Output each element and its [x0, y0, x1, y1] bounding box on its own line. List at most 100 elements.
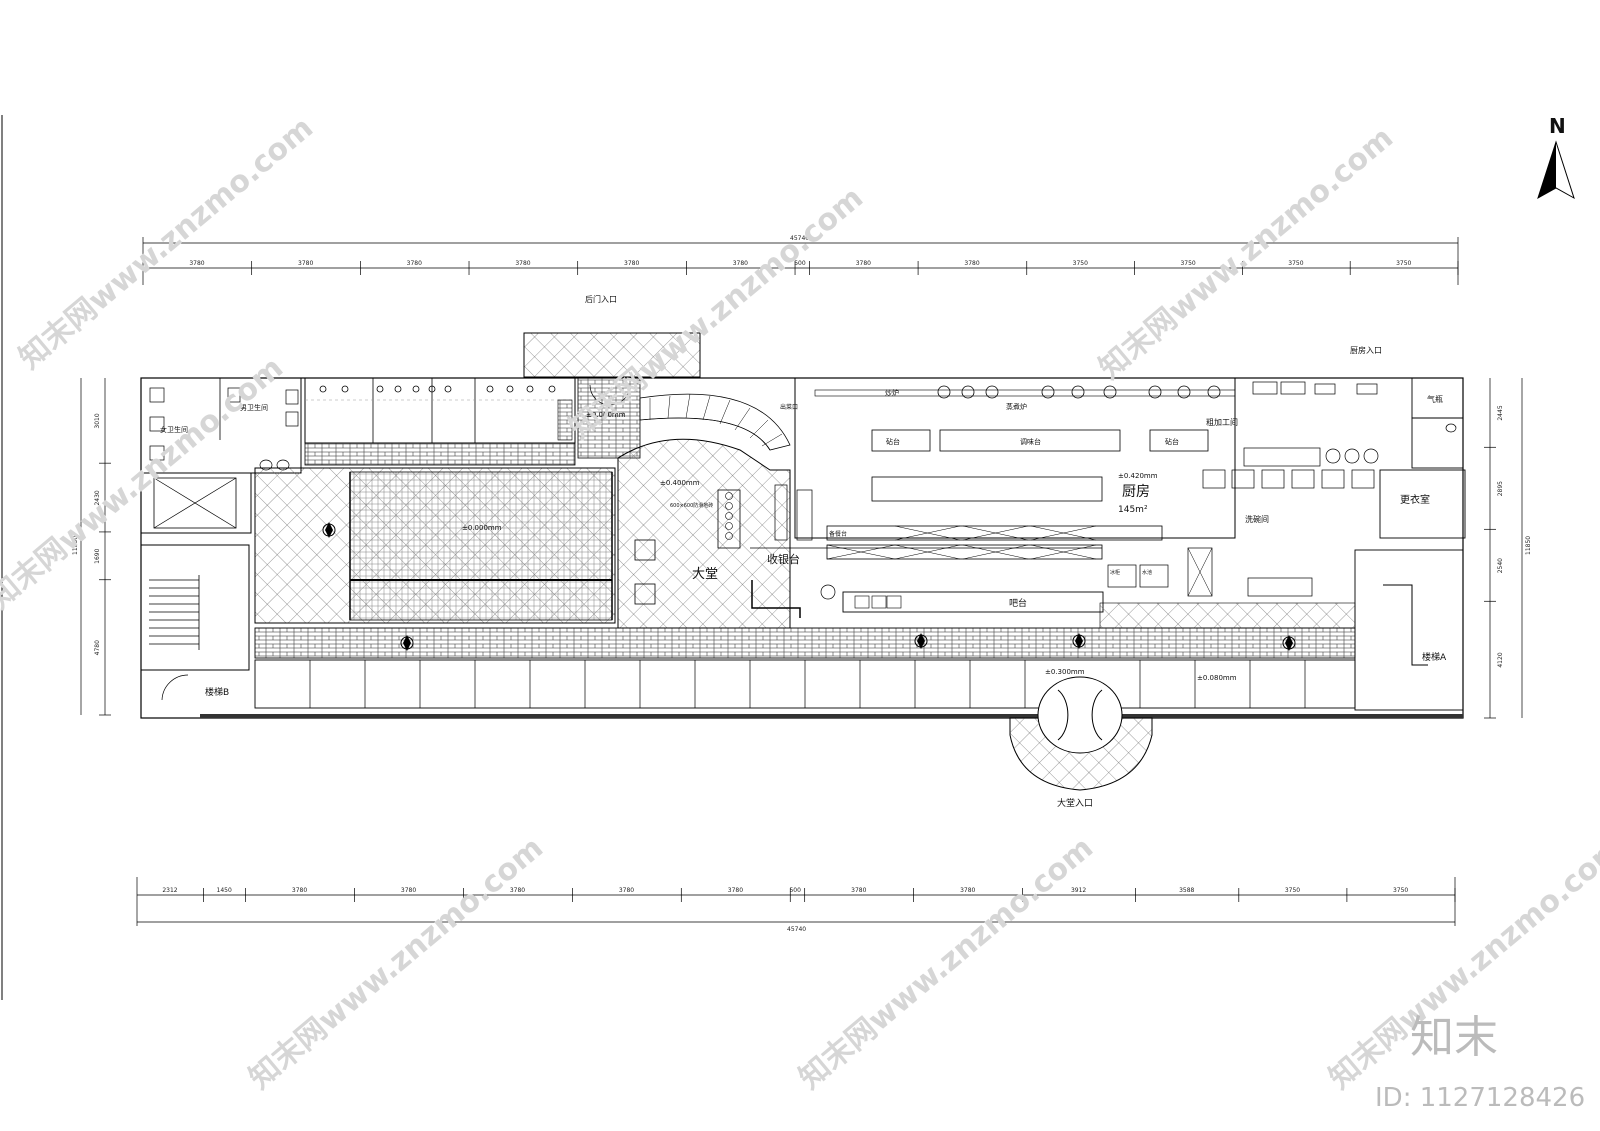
corridor: ±0.080mm [254, 602, 1356, 682]
dimension-label: 3780 [515, 260, 530, 267]
dimension-label: 3912 [1071, 887, 1086, 894]
dimension-label: 3010 [94, 413, 101, 428]
watermark: 知末网www.znzmo.com 知末网www.znzmo.com 知末网www… [0, 110, 1600, 1096]
counter-a-label: 砧台 [886, 437, 900, 446]
prep-and-locker: 粗加工间 厨房入口 更衣室 气瓶 洗碗间 冰柜 水池 出菜口 [780, 345, 1466, 597]
watermark-text: 知末网www.znzmo.com [243, 830, 550, 1096]
dining-level-label: ±0.000mm [462, 524, 502, 532]
corridor-level-label: ±0.080mm [1197, 674, 1237, 682]
hall-tile-label: 600×600防滑地砖 [670, 502, 713, 509]
dimension-label: 3780 [619, 887, 634, 894]
dimension-label: 500 [789, 887, 801, 894]
image-id: ID: 1127128426 [1375, 1083, 1585, 1113]
column-marker-icon [400, 635, 414, 651]
counter-b-label: 调味台 [1020, 437, 1041, 446]
dimension-label: 3588 [1179, 887, 1194, 894]
dimension-label: 4780 [94, 640, 101, 655]
main-entrance: ±0.300mm 大堂入口 [1009, 668, 1153, 809]
dimension-label: 3750 [1396, 260, 1411, 267]
kitchen-level-label: ±0.420mm [1118, 472, 1158, 480]
dimension-label: 2895 [1497, 481, 1504, 496]
watermark-text: 知末网www.znzmo.com [793, 830, 1100, 1096]
dimension-label: 4120 [1497, 652, 1504, 667]
side-label: 出菜口 [780, 403, 798, 411]
stairs-a-label: 楼梯A [1422, 651, 1447, 663]
stair-level-label: ±0.000mm [586, 411, 626, 419]
top-dimension-line: 45740 3780 3780 3780 3780 3780 3780 500 3780 378… [142, 235, 1459, 285]
watermark-text: 知末网www.znzmo.com [563, 180, 870, 446]
dimension-label: 3780 [189, 260, 204, 267]
gas-label: 气瓶 [1427, 394, 1443, 404]
booth-seating [200, 659, 1463, 718]
watermark-text: 知末网www.znzmo.com [0, 350, 290, 616]
main-entrance-label: 大堂入口 [1057, 797, 1093, 809]
dimension-label: 3780 [728, 887, 743, 894]
column-marker-icon [322, 522, 336, 538]
dimension-label: 3750 [1393, 887, 1408, 894]
kitchen-label: 厨房 [1122, 484, 1150, 500]
dimension-label: 3780 [407, 260, 422, 267]
cashier-and-bar: 收银台 吧台 [750, 547, 1104, 618]
hood-label: 蒸煮炉 [1006, 402, 1027, 411]
right-dimension-line: 11850 2445 2895 2540 4120 [1484, 378, 1532, 719]
stair-a: 楼梯A [1354, 549, 1464, 711]
dimension-label: 3750 [1180, 260, 1195, 267]
top-total-dim: 45740 [790, 235, 809, 242]
spiral-stair: ±0.000mm 后门入口 [577, 294, 791, 459]
dimension-label: 3780 [960, 887, 975, 894]
entry-level-label: ±0.300mm [1045, 668, 1085, 676]
dimension-label: 3750 [1285, 887, 1300, 894]
dimension-label: 3780 [964, 260, 979, 267]
dimension-label: 3780 [856, 260, 871, 267]
brand-watermark: 知末 [1410, 1012, 1498, 1063]
sink-label: 水池 [1142, 569, 1152, 576]
staff-entrance-label: 厨房入口 [1350, 345, 1382, 355]
prep-room-label: 粗加工间 [1206, 417, 1238, 427]
dimension-label: 2312 [162, 887, 177, 894]
dimension-label: 500 [794, 260, 806, 267]
column-marker-icon [914, 633, 928, 649]
bottom-total-dim: 45740 [787, 926, 806, 933]
counter-d-label: 备餐台 [829, 530, 847, 538]
right-total-dim: 11850 [1525, 536, 1532, 555]
dimension-label: 3750 [1288, 260, 1303, 267]
dimension-label: 1450 [217, 887, 232, 894]
dimension-label: 3780 [298, 260, 313, 267]
dimension-label: 2540 [1497, 558, 1504, 573]
toilet-block [140, 377, 302, 534]
hall-label: 大堂 [692, 567, 718, 582]
bar-label: 吧台 [1009, 597, 1027, 609]
dimension-label: 3780 [292, 887, 307, 894]
column-marker-icon [1282, 635, 1296, 651]
dimension-label: 3780 [624, 260, 639, 267]
left-total-dim: 11850 [72, 536, 79, 555]
female-wc-label: 女卫生间 [160, 425, 188, 434]
bottom-dimension-line: 45740 2312 1450 3780 3780 3780 3780 3780 500 378… [136, 877, 1456, 933]
locker-label: 更衣室 [1400, 493, 1430, 506]
kitchen-area-label: 145m² [1118, 505, 1148, 515]
hall-level-label: ±0.400mm [660, 479, 700, 487]
wash-room-label: 洗碗间 [1245, 514, 1269, 524]
dimension-label: 3780 [733, 260, 748, 267]
column-marker-icon [1072, 633, 1086, 649]
dimension-label: 1690 [94, 548, 101, 563]
stove-row-label: 炒炉 [885, 388, 899, 397]
stairs-b-label: 楼梯B [205, 686, 229, 698]
fridge-label: 冰柜 [1110, 569, 1120, 576]
stair-b [140, 544, 250, 701]
dimension-label: 3780 [401, 887, 416, 894]
dimension-label: 3780 [510, 887, 525, 894]
male-wc-label: 男卫生间 [240, 403, 268, 412]
private-rooms [304, 377, 576, 466]
dimension-label: 3780 [851, 887, 866, 894]
kitchen: 炒炉 蒸煮炉 砧台 调味台 砧台 ±0.420mm 厨房 145m² 备餐台 [774, 377, 1236, 560]
back-entrance-label: 后门入口 [585, 294, 617, 304]
dimension-label: 2445 [1497, 405, 1504, 420]
north-label: N [1549, 114, 1566, 138]
dimension-label: 3750 [1073, 260, 1088, 267]
counter-c-label: 砧台 [1165, 437, 1179, 446]
lobby: ±0.400mm 600×600防滑地砖 大堂 [617, 438, 791, 629]
dining-hall: ±0.000mm [254, 467, 616, 624]
